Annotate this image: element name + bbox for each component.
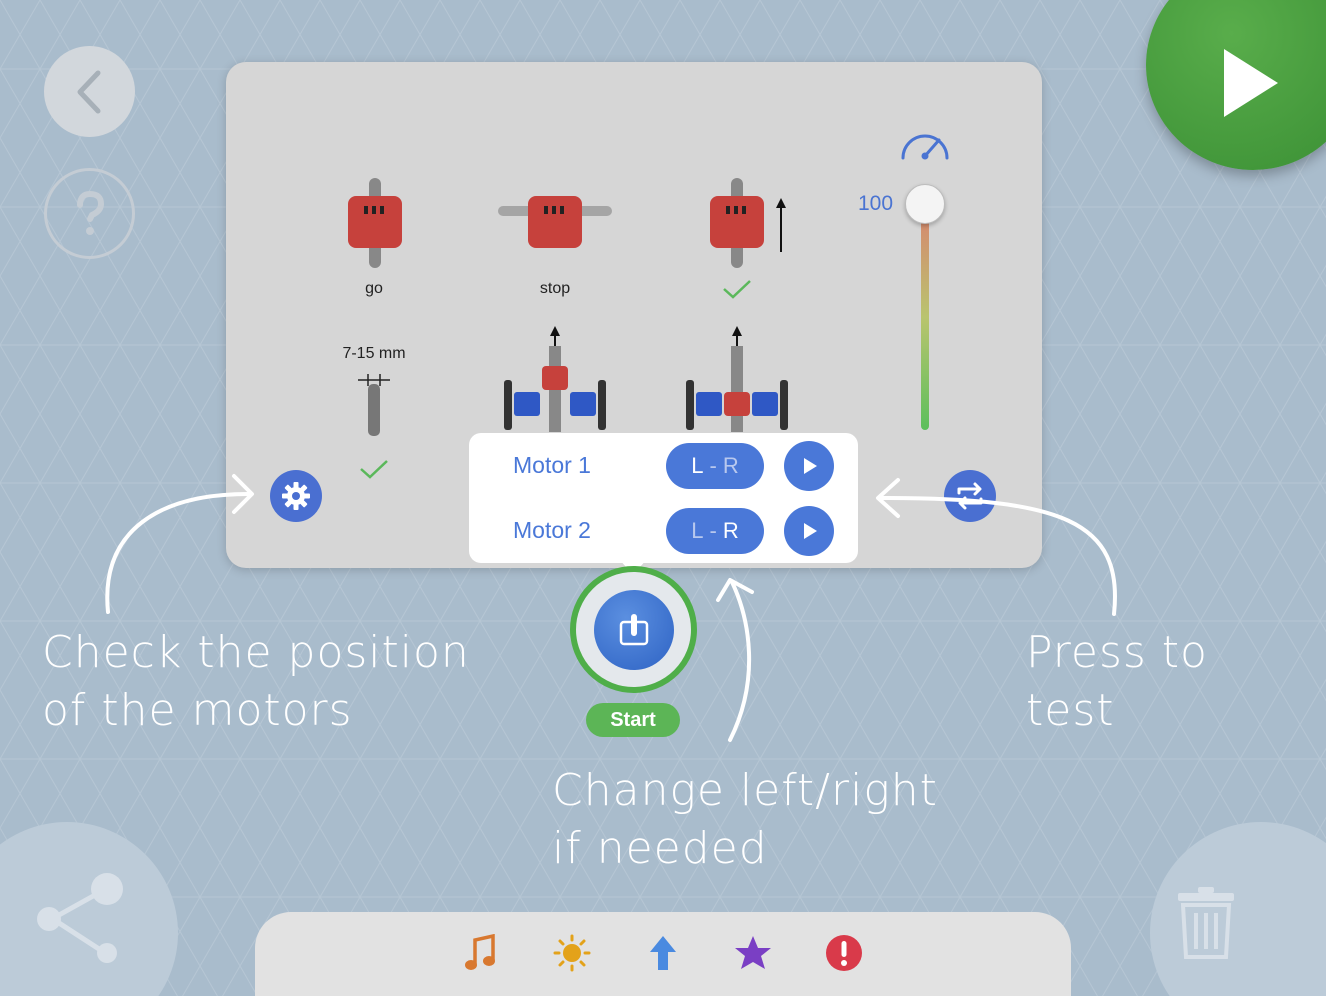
motor-2-direction-toggle[interactable]: L - R [666, 508, 764, 554]
robot-wheels-raised-illustration [504, 326, 606, 432]
speed-slider-knob[interactable] [905, 184, 945, 224]
motor-go-illustration [348, 178, 402, 268]
play-icon [804, 458, 817, 474]
settings-button[interactable] [270, 470, 322, 522]
dir-separator: - [709, 518, 717, 543]
start-block-button[interactable] [594, 590, 674, 670]
alert-category-button[interactable] [824, 933, 864, 973]
motor-icon [619, 614, 649, 646]
annotation-press-to-test: Press to test [1026, 627, 1208, 737]
annotation-change-left-right: Change left/right if needed [552, 765, 938, 875]
move-category-button[interactable] [643, 933, 683, 973]
gear-icon [282, 482, 310, 510]
play-icon [804, 523, 817, 539]
alert-icon [826, 935, 862, 971]
share-icon [37, 873, 123, 963]
start-block-ring[interactable] [570, 566, 697, 693]
motor-1-direction-toggle[interactable]: L - R [666, 443, 764, 489]
checkmark-icon [723, 280, 751, 299]
caption-gap: 7-15 mm [342, 345, 406, 362]
caption-stop: stop [539, 280, 571, 297]
motor-1-label: Motor 1 [513, 452, 591, 478]
sun-icon [553, 934, 591, 972]
chevron-left-icon [77, 70, 100, 113]
motor-2-test-button[interactable] [784, 506, 834, 556]
speedometer-icon [901, 134, 949, 160]
dir-separator: - [709, 453, 717, 478]
motor-stop-illustration [498, 196, 612, 248]
gap-illustration [358, 374, 390, 436]
start-label: Start [586, 703, 680, 737]
motor-2-label: Motor 2 [513, 517, 591, 543]
motor-1-test-button[interactable] [784, 441, 834, 491]
trash-icon [1178, 887, 1234, 959]
music-note-icon [465, 934, 495, 970]
play-icon [1224, 49, 1278, 117]
dir-right: R [722, 518, 739, 543]
sound-category-button[interactable] [460, 933, 500, 973]
help-button[interactable] [44, 168, 135, 259]
dir-left: L [691, 453, 704, 478]
event-category-button[interactable] [733, 933, 773, 973]
dir-left: L [691, 518, 704, 543]
back-button[interactable] [44, 46, 135, 137]
motor-up-illustration [710, 178, 786, 268]
speed-value: 100 [858, 192, 894, 215]
annotation-check-position: Check the position of the motors [42, 627, 470, 737]
robot-wheels-lowered-illustration [686, 326, 788, 432]
caption-go: go [365, 280, 383, 297]
star-icon [735, 936, 771, 969]
light-category-button[interactable] [552, 933, 592, 973]
question-icon [76, 190, 104, 235]
speed-slider-track[interactable] [921, 205, 929, 430]
dir-right: R [722, 453, 739, 478]
arrow-up-icon [650, 936, 676, 970]
checkmark-icon [360, 460, 388, 479]
